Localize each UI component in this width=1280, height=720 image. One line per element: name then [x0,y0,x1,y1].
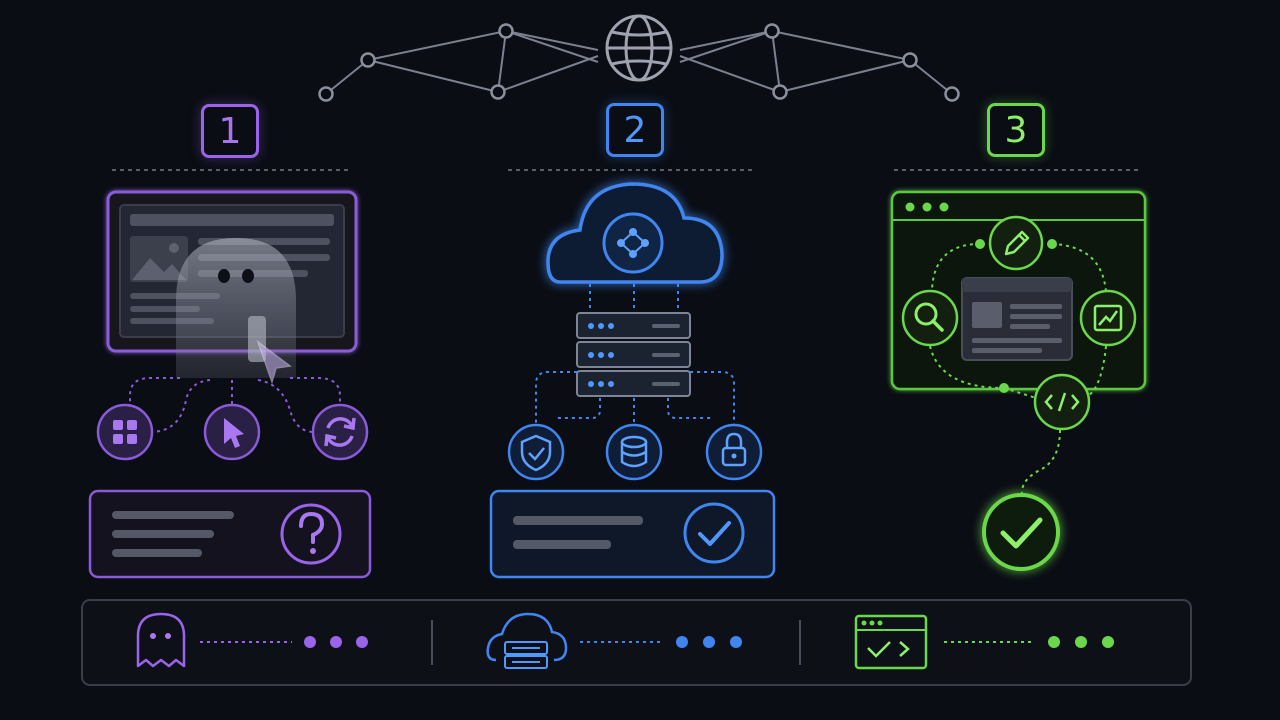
step-2-status-card [489,489,776,579]
cursor-icon [203,403,261,461]
step-1-connectors [129,377,341,433]
step-2-connectors [535,371,735,424]
database-icon [605,423,663,481]
chart-icon [1079,289,1137,347]
step-3-connectors [929,243,1107,497]
legend-code-window-icon [854,614,928,670]
step-3-connector-dots [975,239,1057,393]
check-icon [683,502,745,564]
help-icon [280,503,342,565]
search-icon [901,289,959,347]
success-check-icon [982,493,1060,571]
network-nodes [318,23,960,102]
step-2-badge: 2 [606,103,664,157]
server-icon [576,312,691,397]
globe-icon [605,14,673,82]
cloud-network-icon [602,212,664,274]
lock-icon [705,423,763,481]
cloud-server-links [589,284,679,313]
apps-grid-icon [96,403,154,461]
legend-ghost-icon [136,612,186,668]
step-1-badge: 1 [201,104,259,158]
legend-cloud-server-icon [486,612,568,669]
step-3-content-card [961,277,1073,361]
screen-cursor-icon [256,339,292,385]
legend-purple-dots [200,636,368,648]
step-3-badge: 3 [987,103,1045,157]
shield-check-icon [507,423,565,481]
legend-green-dots [944,636,1114,648]
legend-blue-dots [580,636,742,648]
code-icon [1033,373,1091,431]
step-1-status-card [88,489,372,579]
refresh-icon [311,403,369,461]
pencil-icon [988,215,1044,271]
